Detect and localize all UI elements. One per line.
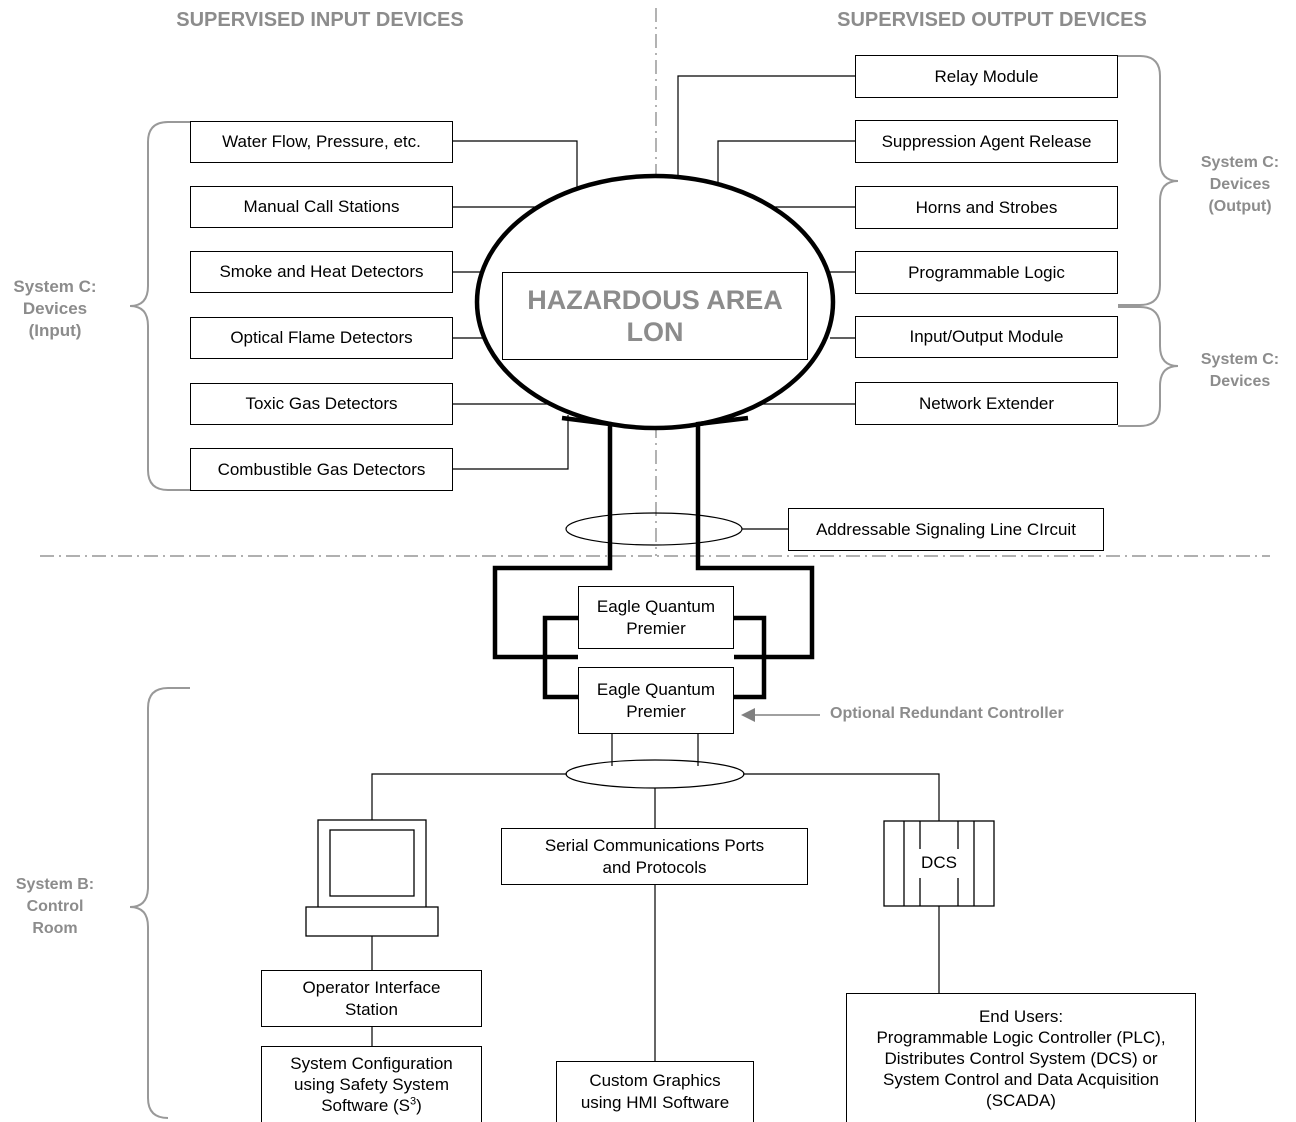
input-device-manual-call-stations: Manual Call Stations — [190, 186, 453, 228]
hazardous-area-subtitle: LON — [626, 317, 684, 347]
group-label-input-devices: System C:Devices(Input) — [13, 277, 97, 340]
output-device-suppression-release: Suppression Agent Release — [855, 120, 1118, 163]
input-device-optical-flame: Optical Flame Detectors — [190, 317, 453, 359]
input-device-water-flow: Water Flow, Pressure, etc. — [190, 121, 453, 163]
signaling-line-circuit-box: Addressable Signaling Line CIrcuit — [788, 508, 1104, 551]
dcs-label: DCS — [921, 853, 957, 872]
dcs-rack-icon — [883, 820, 995, 907]
slc-ellipse — [565, 512, 743, 546]
output-device-network-extender: Network Extender — [855, 382, 1118, 425]
input-device-toxic-gas: Toxic Gas Detectors — [190, 383, 453, 425]
input-device-combustible-gas: Combustible Gas Detectors — [190, 448, 453, 491]
computer-monitor-icon — [305, 819, 439, 937]
hazardous-area-label: HAZARDOUS AREA LON — [502, 272, 808, 360]
output-device-horns-strobes: Horns and Strobes — [855, 186, 1118, 229]
lon-loop-lines — [492, 415, 815, 700]
redundant-controller-note: Optional Redundant Controller — [830, 705, 1064, 722]
output-device-io-module: Input/Output Module — [855, 316, 1118, 358]
hazardous-area-title: HAZARDOUS AREA — [527, 285, 783, 315]
group-label-devices: System C:Devices — [1200, 351, 1280, 390]
group-label-output-devices: System C:Devices(Output) — [1200, 154, 1280, 215]
output-device-relay-module: Relay Module — [855, 55, 1118, 98]
output-devices-header: SUPERVISED OUTPUT DEVICES — [837, 9, 1147, 31]
system-configuration-box: System Configuration using Safety System… — [261, 1046, 482, 1122]
end-users-box: End Users: Programmable Logic Controller… — [846, 993, 1196, 1122]
input-devices-header: SUPERVISED INPUT DEVICES — [176, 9, 464, 31]
input-device-smoke-heat: Smoke and Heat Detectors — [190, 251, 453, 293]
output-device-programmable-logic: Programmable Logic — [855, 251, 1118, 294]
group-brackets — [129, 55, 1179, 1119]
